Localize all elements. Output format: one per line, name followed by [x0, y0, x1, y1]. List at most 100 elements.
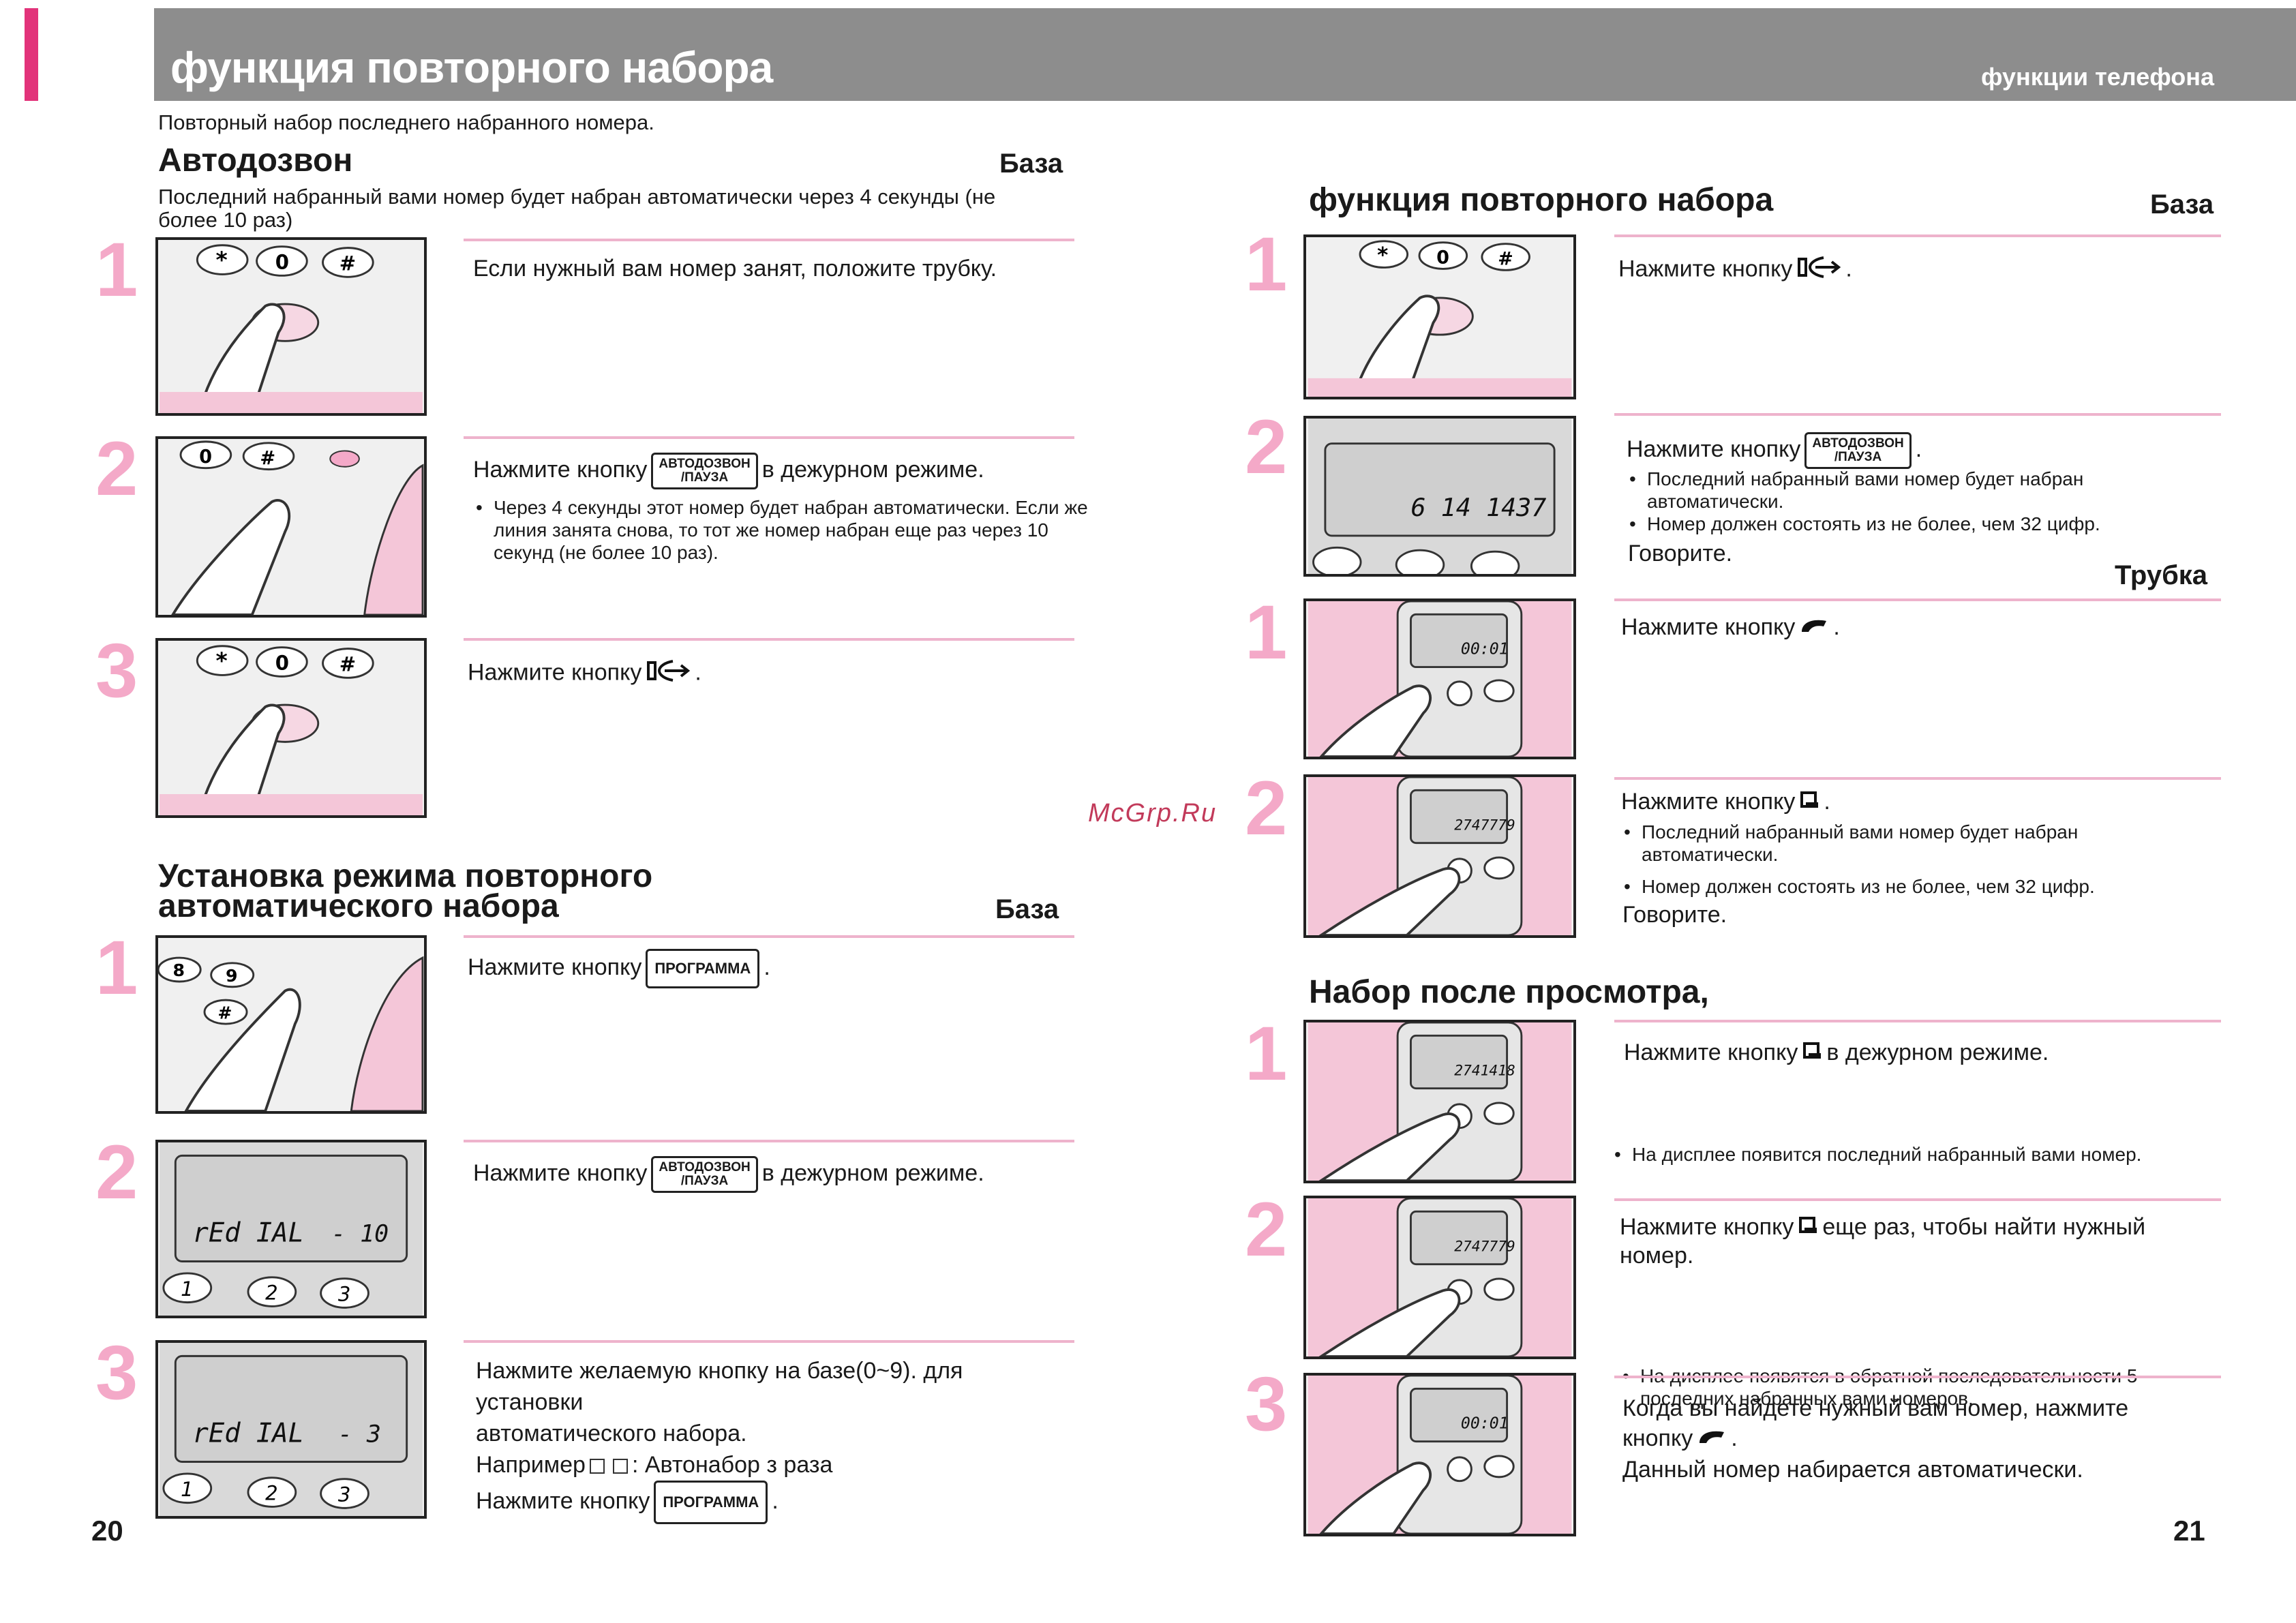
- watermark: McGrp.Ru: [1088, 799, 1218, 828]
- step-number: 3: [95, 1330, 138, 1415]
- step-number: 2: [1245, 1187, 1288, 1272]
- divider: [464, 239, 1074, 241]
- svg-text:1: 1: [181, 1277, 194, 1301]
- svg-text:*: *: [1377, 243, 1388, 268]
- divider: [1614, 234, 2221, 237]
- page-title: функция повторного набора: [170, 43, 773, 92]
- lcd-text: 00:01: [1461, 639, 1509, 658]
- svg-text:0: 0: [275, 251, 289, 274]
- divider: [464, 1340, 1074, 1343]
- divider: [1614, 1376, 2221, 1378]
- section-title-review: Набор после просмотра,: [1309, 974, 1709, 1010]
- section-tag-redial: База: [2150, 189, 2214, 219]
- example-line: Например: Автонабор з раза: [476, 1452, 833, 1478]
- lcd-text: 00:01: [1461, 1414, 1509, 1432]
- svg-text:0: 0: [199, 446, 212, 468]
- lcd-value: - 3: [338, 1421, 381, 1448]
- divider: [1614, 777, 2221, 780]
- key-placeholder-icon: [612, 1459, 628, 1474]
- step-number: 1: [95, 925, 138, 1010]
- lcd-text: 2747779: [1454, 817, 1515, 834]
- talk-icon: [1799, 615, 1829, 642]
- autodial-pause-button: АВТОДОЗВОН/ПАУЗА: [651, 453, 758, 489]
- svg-text:2: 2: [265, 1281, 278, 1305]
- svg-text:1: 1: [181, 1478, 194, 1501]
- autodial-pause-button: АВТОДОЗВОН/ПАУЗА: [1804, 432, 1912, 469]
- intro-text: Повторный набор последнего набранного но…: [158, 110, 654, 134]
- header-bar: [154, 8, 2296, 101]
- key-placeholder-icon: [589, 1459, 605, 1474]
- svg-text:#: #: [260, 448, 275, 469]
- step-text-pre: Нажмите кнопку: [473, 456, 648, 483]
- speak-text: Говорите.: [1622, 902, 1727, 928]
- divider: [464, 436, 1074, 439]
- divider: [464, 638, 1074, 641]
- redial-icon: [1796, 254, 1841, 287]
- lcd-text: 6 14 1437: [1410, 493, 1546, 522]
- autodial-pause-button: АВТОДОЗВОН/ПАУЗА: [651, 1156, 758, 1193]
- section-note-auto: Последний набранный вами номер будет наб…: [158, 185, 996, 232]
- step-text: Нажмите кнопку.: [1618, 254, 1852, 287]
- step-number: 1: [1245, 590, 1288, 675]
- base-display-illustration: rEd IAL - 3 1 2 3: [155, 1340, 427, 1519]
- section-tag-setup: База: [995, 894, 1059, 924]
- section-title-auto: Автодозвон: [158, 142, 353, 179]
- handset-illustration: 2747779: [1303, 774, 1576, 938]
- svg-text:*: *: [215, 247, 227, 273]
- svg-text:#: #: [1498, 249, 1513, 270]
- handset-illustration: 2747779: [1303, 1196, 1576, 1359]
- lcd-text: 2741418: [1454, 1062, 1515, 1079]
- base-keypad-illustration: * 0 #: [155, 638, 427, 818]
- step-number: 2: [1245, 765, 1288, 851]
- step-number: 2: [95, 1129, 138, 1215]
- svg-text:8: 8: [172, 960, 185, 980]
- step-bullets: Последний набранный вами номер будет наб…: [1621, 821, 2214, 898]
- divider: [1614, 598, 2221, 601]
- lcd-text: rEd IAL: [193, 1217, 304, 1248]
- step-bullet: Через 4 секунды этот номер будет набран …: [473, 496, 1093, 564]
- base-keypad-illustration: * 0 #: [155, 237, 427, 416]
- svg-text:3: 3: [338, 1483, 351, 1506]
- step-text: Нажмите кнопку.: [1621, 788, 1830, 817]
- handset-illustration: 00:01: [1303, 598, 1576, 759]
- step-number: 1: [1245, 1011, 1288, 1096]
- divider: [1614, 413, 2221, 416]
- lcd-text: 2747779: [1454, 1238, 1515, 1255]
- handset-illustration: 00:01: [1303, 1373, 1576, 1536]
- lcd-text: rEd IAL: [193, 1418, 304, 1448]
- step-text: Нажмите кнопку.: [468, 657, 701, 691]
- divider: [464, 935, 1074, 938]
- page-subtitle: функции телефона: [1980, 63, 2214, 91]
- redial-icon: [646, 657, 691, 691]
- svg-text:0: 0: [275, 652, 289, 675]
- svg-text:#: #: [339, 252, 356, 275]
- page-number-left: 20: [91, 1515, 123, 1547]
- svg-text:*: *: [215, 648, 227, 674]
- step-number: 2: [95, 426, 138, 511]
- page-number-right: 21: [2173, 1515, 2205, 1547]
- base-keypad-illustration: 8 9 #: [155, 935, 427, 1114]
- program-button: ПРОГРАММА: [654, 1481, 768, 1524]
- section-title-redial: функция повторного набора: [1309, 182, 1774, 218]
- svg-text:#: #: [339, 653, 356, 676]
- svg-text:#: #: [217, 1003, 232, 1022]
- accent-bar: [25, 8, 38, 101]
- step-text: Когда вы найдете нужный вам номер, нажми…: [1622, 1395, 2129, 1483]
- speak-text: Говорите.: [1628, 541, 1733, 566]
- step-text: Если нужный вам номер занят, положите тр…: [473, 256, 997, 282]
- step-number: 3: [95, 628, 138, 713]
- handset-illustration: 2741418: [1303, 1020, 1576, 1183]
- step-text-post: в дежурном режиме.: [761, 456, 984, 483]
- base-display-illustration: 6 14 1437: [1303, 416, 1576, 577]
- svg-text:2: 2: [265, 1482, 278, 1505]
- menu-button-icon: [1802, 1040, 1822, 1067]
- step-number: 3: [1245, 1361, 1288, 1446]
- svg-text:9: 9: [226, 966, 238, 986]
- step-bullet: На дисплее появится последний набранный …: [1612, 1143, 2239, 1166]
